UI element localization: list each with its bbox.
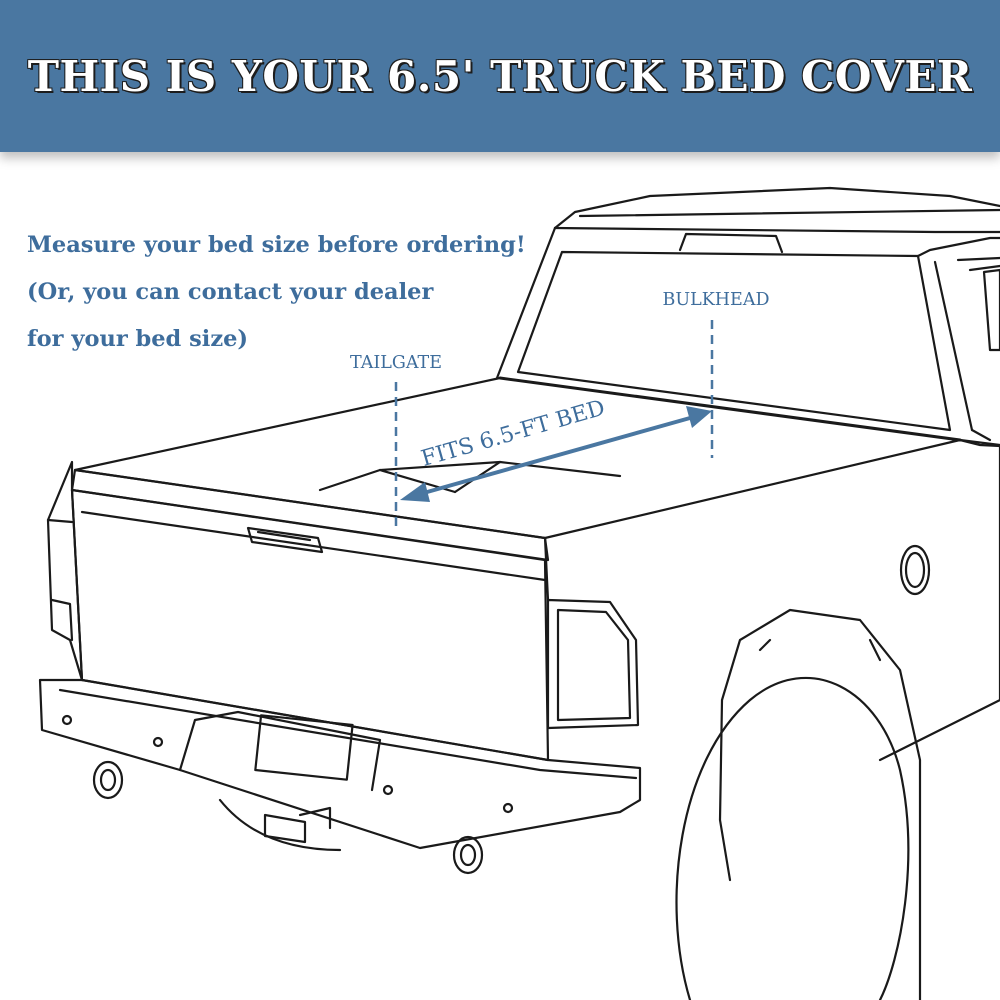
bulkhead-label: BULKHEAD bbox=[662, 290, 769, 310]
instruction-line-2: (Or, you can contact your dealer bbox=[27, 279, 434, 305]
left-exhaust bbox=[92, 760, 124, 800]
measurement-arrow bbox=[400, 406, 712, 502]
fuel-door bbox=[899, 544, 931, 596]
right-taillight bbox=[546, 598, 640, 730]
rear-tire bbox=[675, 676, 910, 1000]
left-taillight bbox=[46, 460, 84, 682]
instruction-line-1: Measure your bed size before ordering! bbox=[27, 232, 526, 258]
tonneau-cover bbox=[73, 376, 962, 540]
side-mirror bbox=[982, 268, 1000, 352]
tailgate-handle bbox=[246, 526, 324, 554]
right-exhaust bbox=[452, 835, 484, 875]
license-plate bbox=[254, 714, 354, 781]
instruction-line-3: for your bed size) bbox=[27, 326, 249, 352]
banner-title: THIS IS YOUR 6.5' TRUCK BED COVER bbox=[27, 51, 973, 101]
rear-bumper bbox=[38, 678, 642, 850]
cab-brake-light bbox=[678, 232, 784, 254]
fits-bed-label: FITS 6.5-FT BED bbox=[418, 396, 607, 472]
tailgate-label: TAILGATE bbox=[350, 353, 442, 373]
tow-hitch bbox=[263, 813, 307, 844]
wheel-arch bbox=[718, 608, 922, 1000]
title-banner: THIS IS YOUR 6.5' TRUCK BED COVER bbox=[0, 0, 1000, 152]
cab-outline bbox=[553, 186, 1000, 230]
rear-window bbox=[516, 250, 952, 432]
measurement-instructions: Measure your bed size before ordering! (… bbox=[27, 222, 526, 363]
